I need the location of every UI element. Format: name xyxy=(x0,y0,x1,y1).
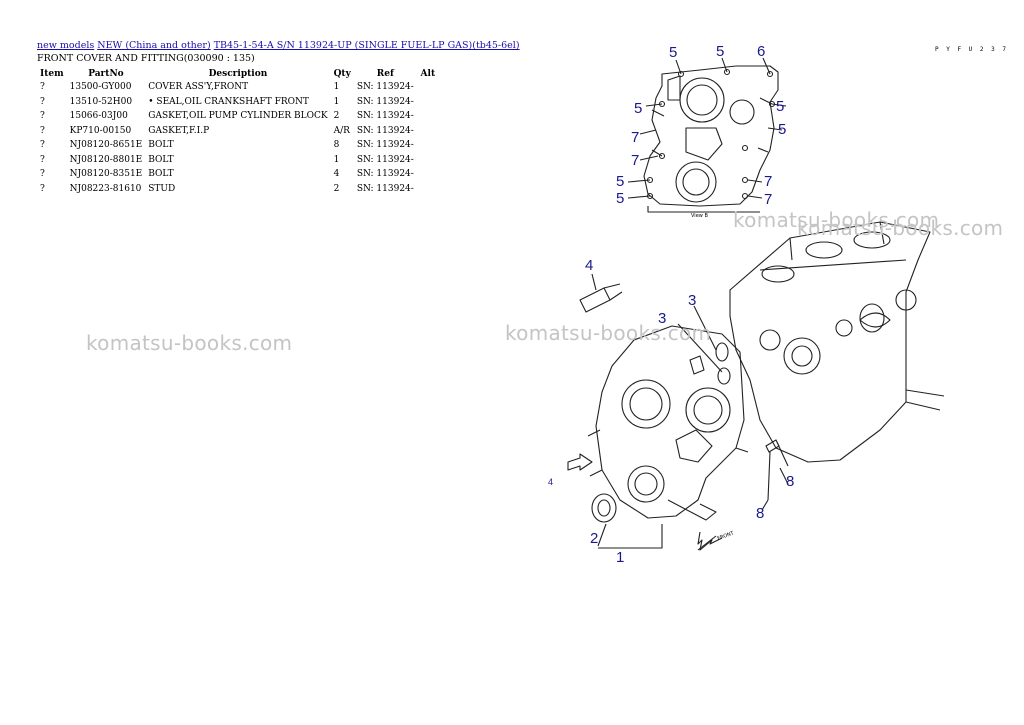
cell-description: STUD xyxy=(148,183,176,194)
cell-description: GASKET,OIL PUMP CYLINDER BLOCK xyxy=(148,111,328,122)
diagram-code: P Y F U 2 3 7 xyxy=(935,46,1008,53)
callout-5b: 5 xyxy=(716,43,724,60)
watermark: komatsu-books.com xyxy=(733,208,940,232)
callout-5d: 5 xyxy=(776,98,784,115)
table-header-row: Item PartNo Description Qty Ref Alt xyxy=(37,67,439,80)
cell-qty: 1 xyxy=(333,96,340,107)
cell-qty: 2 xyxy=(333,111,340,122)
cell-partno: 15066-03J00 xyxy=(69,111,128,122)
watermark: komatsu-books.com xyxy=(797,216,1004,240)
parts-table: Item PartNo Description Qty Ref Alt ? 13… xyxy=(37,67,439,196)
cell-ref: SN: 113924- xyxy=(356,125,414,136)
callout-5g: 5 xyxy=(616,190,624,207)
cell-item: ? xyxy=(40,125,45,136)
breadcrumb-link-model[interactable]: TB45-1-54-A S/N 113924-UP (SINGLE FUEL-L… xyxy=(213,40,520,51)
table-row[interactable]: ? NJ08120-8651E BOLT 8 SN: 113924- xyxy=(37,138,439,153)
cell-description: • SEAL,OIL CRANKSHAFT FRONT xyxy=(148,96,309,107)
callout-4b: 4 xyxy=(548,477,553,487)
cell-description: BOLT xyxy=(148,169,174,180)
column-header-item: Item xyxy=(40,68,64,79)
column-header-qty: Qty xyxy=(333,68,351,79)
cell-alt xyxy=(417,138,439,153)
cell-alt xyxy=(417,80,439,95)
breadcrumb-link-new-china[interactable]: NEW (China and other) xyxy=(97,40,211,51)
cell-alt xyxy=(417,182,439,197)
engine-block-exploded-view xyxy=(567,221,945,551)
table-row[interactable]: ? 13500-GY000 COVER ASS'Y,FRONT 1 SN: 11… xyxy=(37,80,439,95)
callout-7d: 7 xyxy=(764,191,772,208)
cell-item: ? xyxy=(40,111,45,122)
callout-6: 6 xyxy=(757,43,765,60)
breadcrumb-link-new-models[interactable]: new models xyxy=(37,40,95,51)
cell-description: GASKET,F.I.P xyxy=(148,125,210,136)
cell-partno: NJ08223-81610 xyxy=(69,183,142,194)
callout-5c: 5 xyxy=(634,100,642,117)
cell-partno: 13500-GY000 xyxy=(69,82,132,93)
cell-partno: NJ08120-8351E xyxy=(69,169,143,180)
cell-qty: 1 xyxy=(333,82,340,93)
cell-qty: 1 xyxy=(333,154,340,165)
callout-3a: 3 xyxy=(688,292,696,309)
column-header-ref: Ref xyxy=(376,68,394,79)
column-header-partno: PartNo xyxy=(88,68,124,79)
cell-alt xyxy=(417,95,439,110)
cell-description: BOLT xyxy=(148,154,174,165)
cell-alt xyxy=(417,167,439,182)
parts-diagram: 5 5 6 5 5 5 7 7 5 7 5 7 4 3 3 4 8 8 2 1 … xyxy=(548,43,945,566)
cell-ref: SN: 113924- xyxy=(356,140,414,151)
callout-5f: 5 xyxy=(616,173,624,190)
cell-item: ? xyxy=(40,169,45,180)
section-title: FRONT COVER AND FITTING(030090 : 135) xyxy=(37,53,255,64)
cell-description: BOLT xyxy=(148,140,174,151)
table-row[interactable]: ? KP710-00150 GASKET,F.I.P A/R SN: 11392… xyxy=(37,124,439,139)
cell-item: ? xyxy=(40,140,45,151)
cell-description: COVER ASS'Y,FRONT xyxy=(148,82,249,93)
table-row[interactable]: ? NJ08120-8351E BOLT 4 SN: 113924- xyxy=(37,167,439,182)
cell-item: ? xyxy=(40,154,45,165)
cell-alt xyxy=(417,153,439,168)
callout-3b: 3 xyxy=(658,310,666,327)
column-header-alt: Alt xyxy=(420,68,436,79)
cell-partno: 13510-52H00 xyxy=(69,96,133,107)
cell-item: ? xyxy=(40,82,45,93)
cell-ref: SN: 113924- xyxy=(356,96,414,107)
cell-qty: 2 xyxy=(333,183,340,194)
cell-item: ? xyxy=(40,96,45,107)
callout-7a: 7 xyxy=(631,129,639,146)
breadcrumb: new models NEW (China and other) TB45-1-… xyxy=(37,40,520,51)
cell-alt xyxy=(417,124,439,139)
cell-qty: A/R xyxy=(333,125,350,136)
callout-5a: 5 xyxy=(669,44,677,61)
table-row[interactable]: ? NJ08120-8801E BOLT 1 SN: 113924- xyxy=(37,153,439,168)
table-row[interactable]: ? 15066-03J00 GASKET,OIL PUMP CYLINDER B… xyxy=(37,109,439,124)
cell-ref: SN: 113924- xyxy=(356,82,414,93)
column-header-description: Description xyxy=(208,68,268,79)
cell-alt xyxy=(417,109,439,124)
callout-8b: 8 xyxy=(756,505,764,522)
callout-5e: 5 xyxy=(778,121,786,138)
front-cover-top-view xyxy=(627,57,787,213)
callout-2: 2 xyxy=(590,530,598,547)
front-arrow-label: FRONT xyxy=(717,530,736,542)
watermark: komatsu-books.com xyxy=(505,321,712,345)
cell-partno: NJ08120-8801E xyxy=(69,154,143,165)
cell-qty: 8 xyxy=(333,140,340,151)
cell-item: ? xyxy=(40,183,45,194)
view-label: View B xyxy=(691,213,708,219)
callout-4a: 4 xyxy=(585,257,593,274)
cell-qty: 4 xyxy=(333,169,340,180)
callout-7b: 7 xyxy=(631,152,639,169)
cell-ref: SN: 113924- xyxy=(356,154,414,165)
cell-partno: KP710-00150 xyxy=(69,125,132,136)
callout-1: 1 xyxy=(616,549,624,566)
table-row[interactable]: ? NJ08223-81610 STUD 2 SN: 113924- xyxy=(37,182,439,197)
callout-8a: 8 xyxy=(786,473,794,490)
cell-ref: SN: 113924- xyxy=(356,111,414,122)
cell-ref: SN: 113924- xyxy=(356,183,414,194)
watermark: komatsu-books.com xyxy=(86,331,293,355)
cell-ref: SN: 113924- xyxy=(356,169,414,180)
callout-7c: 7 xyxy=(764,173,772,190)
table-row[interactable]: ? 13510-52H00 • SEAL,OIL CRANKSHAFT FRON… xyxy=(37,95,439,110)
cell-partno: NJ08120-8651E xyxy=(69,140,143,151)
